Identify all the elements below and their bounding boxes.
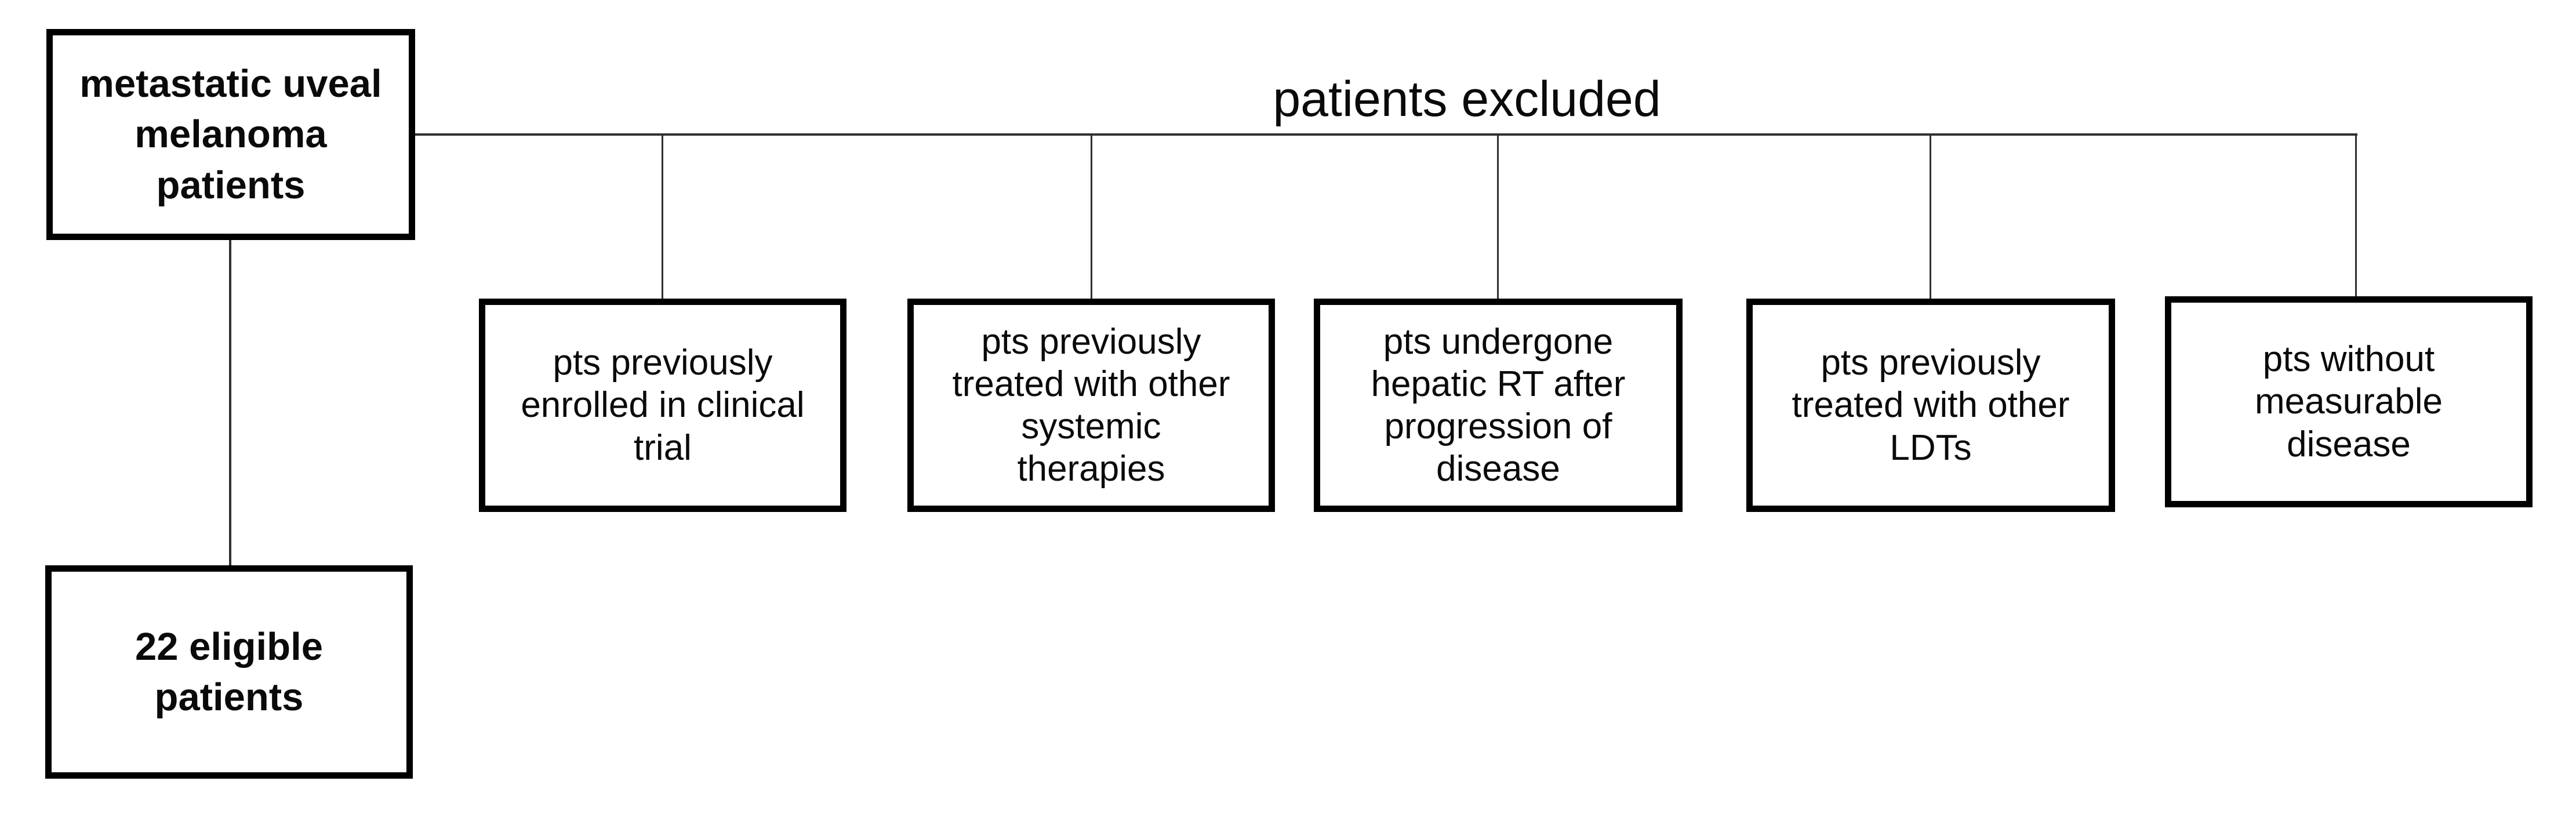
result-box-eligible-patients: 22 eligible patients [45, 565, 413, 779]
excluded-header-label: patients excluded [1273, 71, 1661, 127]
connector-root-to-result [229, 240, 231, 565]
excluded-box-systemic-therapies: pts previously treated with other system… [907, 299, 1275, 512]
excluded-box-measurable-disease: pts without measurable disease [2165, 296, 2533, 507]
root-box-metastatic-uveal-melanoma-patients: metastatic uveal melanoma patients [46, 29, 415, 240]
excluded-box-clinical-trial: pts previously enrolled in clinical tria… [479, 299, 846, 512]
connector-drop-systemic-therapies [1091, 136, 1092, 299]
connector-drop-hepatic-rt [1497, 136, 1499, 299]
excluded-box-hepatic-rt: pts undergone hepatic RT after progressi… [1314, 299, 1683, 512]
connector-drop-measurable-disease [2355, 136, 2357, 296]
excluded-box-ldts: pts previously treated with other LDTs [1746, 299, 2115, 512]
connector-drop-ldts [1930, 136, 1931, 299]
connector-drop-clinical-trial [662, 136, 663, 299]
excluded-rail-line [414, 133, 2357, 136]
